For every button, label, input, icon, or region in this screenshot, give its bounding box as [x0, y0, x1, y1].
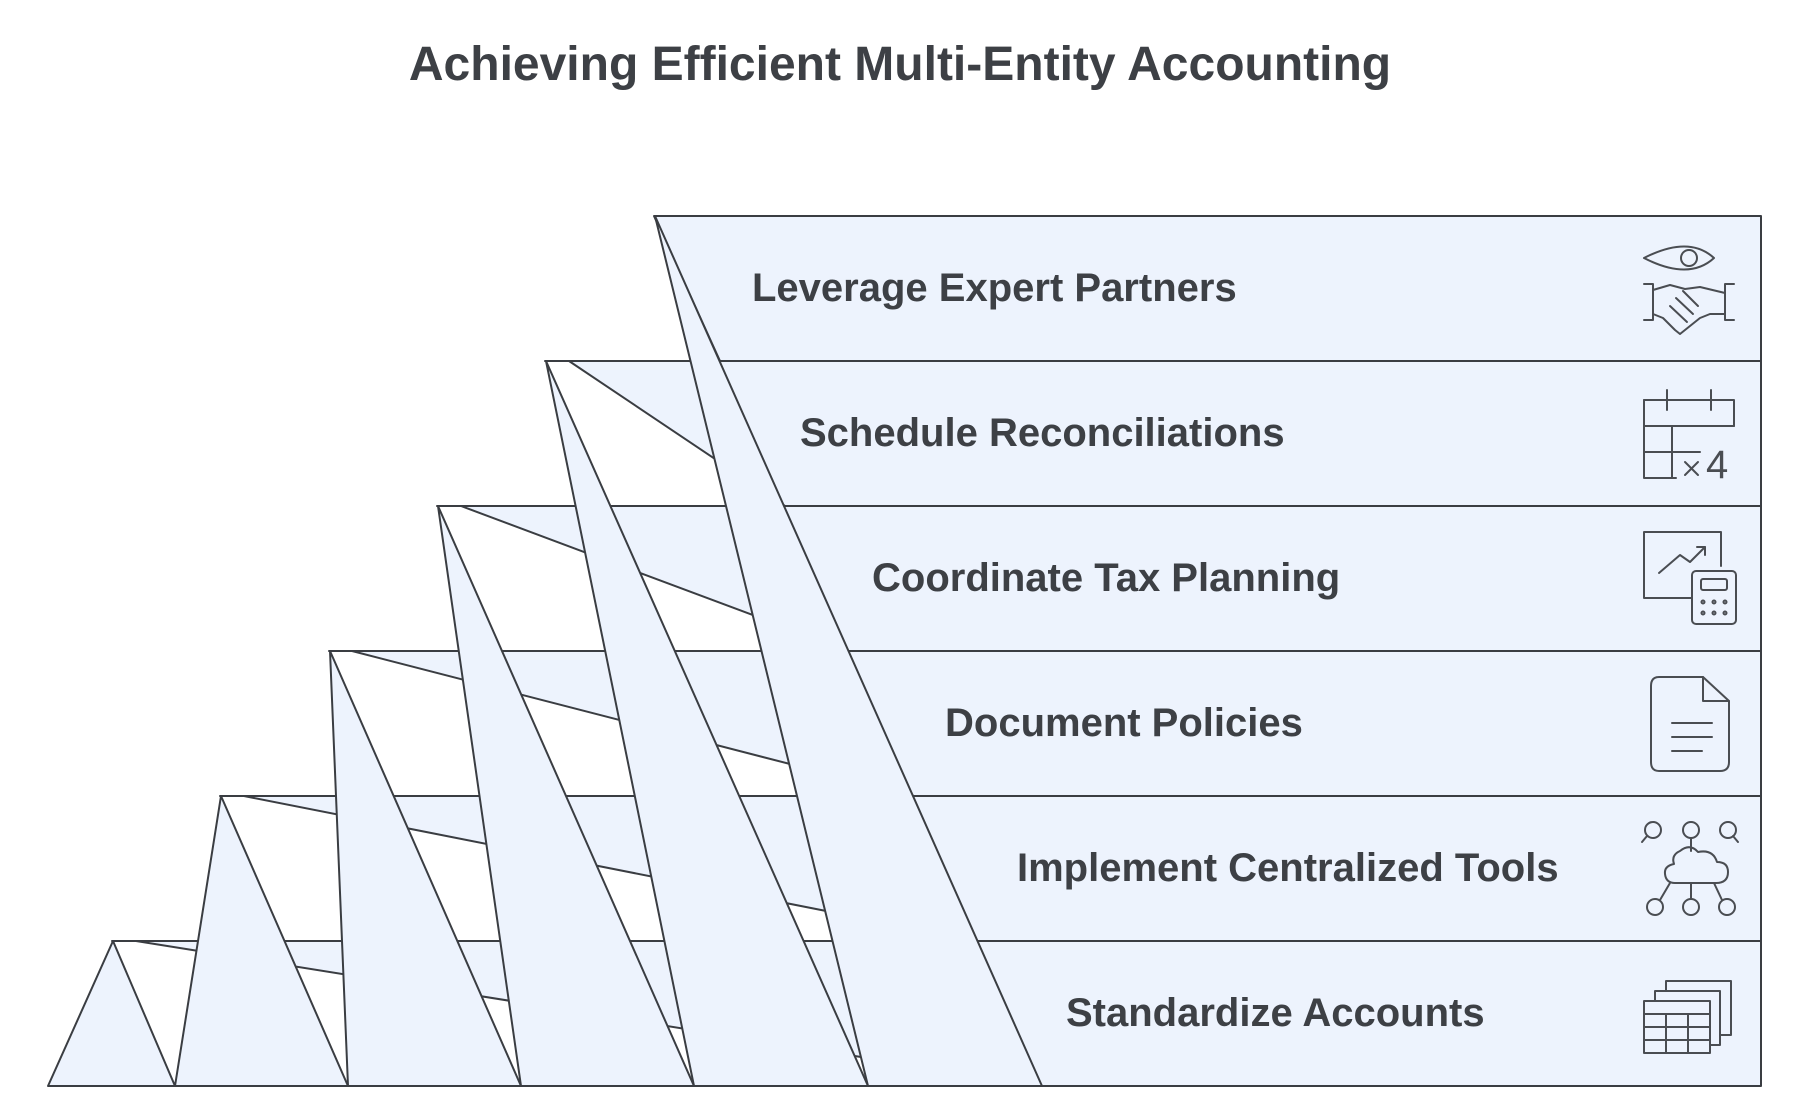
handshake-eye-icon: [1643, 245, 1735, 335]
triangle-level-3: [329, 650, 522, 1087]
stacked-spreadsheets-icon: [1643, 980, 1732, 1054]
cloud-network-icon: [1641, 821, 1739, 916]
triangle-level-5: [545, 360, 869, 1087]
calendar-times-four-icon: 4: [1643, 389, 1735, 487]
level-label-2: Implement Centralized Tools: [1017, 846, 1559, 890]
level-label-4: Coordinate Tax Planning: [872, 556, 1340, 600]
triangle-level-4: [437, 505, 695, 1087]
triangle-level-2: [174, 795, 349, 1087]
diagram-title: Achieving Efficient Multi-Entity Account…: [409, 38, 1391, 91]
level-label-3: Document Policies: [945, 701, 1303, 745]
chart-calculator-icon: [1643, 531, 1737, 625]
triangle-level-1: [47, 940, 176, 1087]
triangle-level-6: [654, 215, 1043, 1087]
document-icon: [1650, 676, 1730, 772]
svg-text:4: 4: [1706, 443, 1728, 487]
level-label-5: Schedule Reconciliations: [800, 411, 1285, 455]
level-label-6: Leverage Expert Partners: [752, 266, 1237, 310]
level-label-1: Standardize Accounts: [1066, 991, 1485, 1035]
